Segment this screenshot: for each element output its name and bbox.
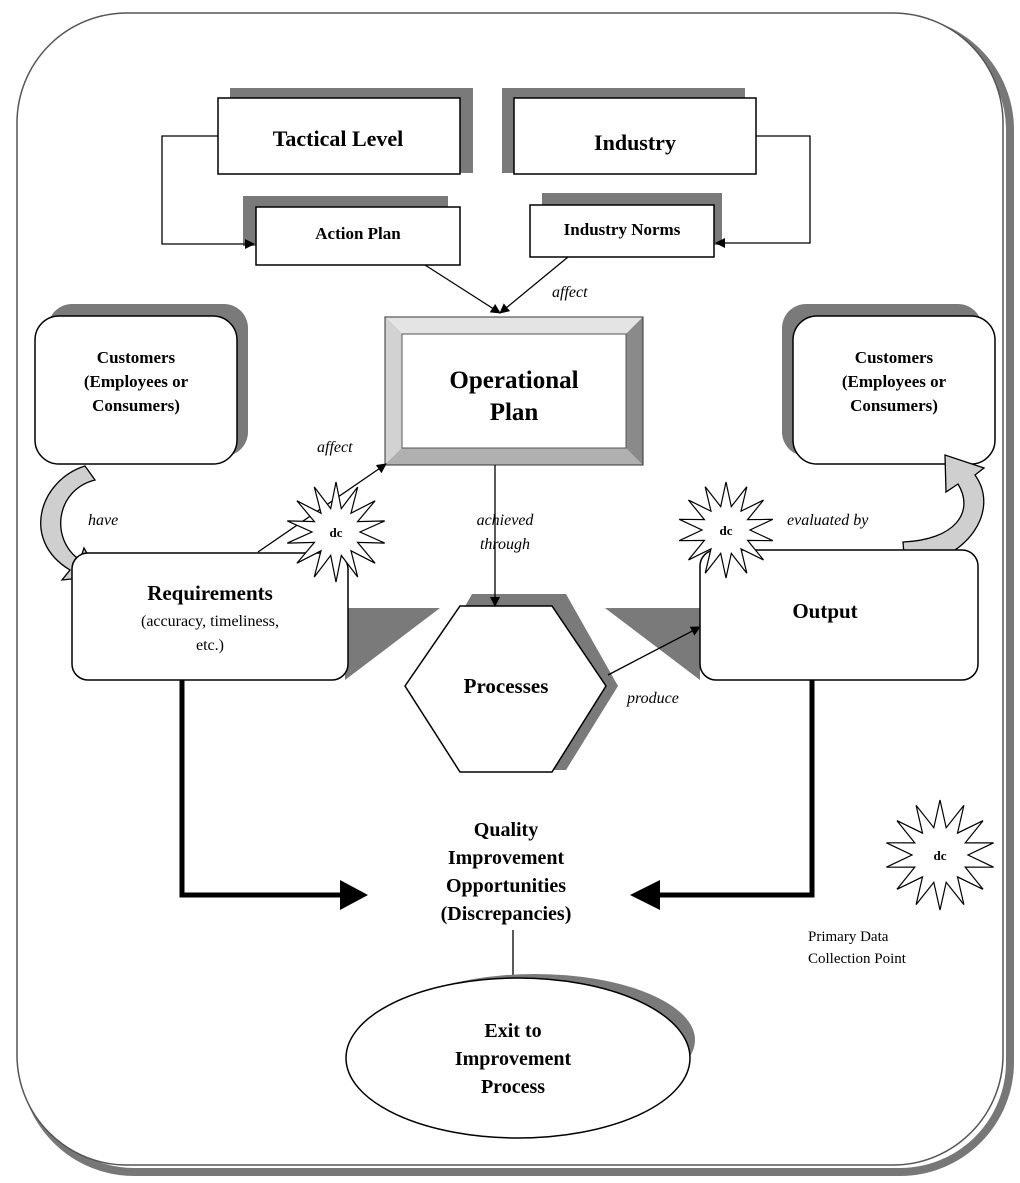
operational-plan-line2: Plan: [490, 399, 539, 426]
tactical-level-box: Tactical Level: [217, 88, 473, 175]
affect-left-label: affect: [317, 439, 353, 456]
through-label: through: [480, 536, 530, 553]
output-box: Output: [605, 549, 979, 681]
requirements-title: Requirements: [147, 581, 273, 605]
industry-norms-affect-arrow: [499, 256, 569, 314]
industry-norms-label: Industry Norms: [564, 220, 681, 239]
requirements-detail-line2: etc.): [196, 637, 224, 654]
requirements-to-quality-arrowhead: [340, 880, 368, 910]
exit-ellipse: Exit to Improvement Process: [345, 974, 695, 1139]
customers-right-line2: (Employees or: [842, 372, 947, 391]
affect-top-label: affect: [552, 284, 588, 301]
customers-right-line1: Customers: [855, 348, 934, 367]
dc-label-requirements: dc: [330, 525, 343, 540]
evaluated-by-label: evaluated by: [787, 512, 869, 529]
output-to-quality-arrowhead: [630, 880, 660, 910]
exit-line2: Improvement: [455, 1048, 572, 1070]
customers-left-line3: Consumers): [92, 396, 180, 415]
industry-box: Industry: [502, 88, 757, 175]
tactical-level-label: Tactical Level: [273, 126, 404, 151]
dc-starburst-legend: dc: [886, 799, 994, 911]
operational-plan-line1: Operational: [449, 367, 578, 394]
processes-hexagon: Processes: [404, 594, 618, 773]
outer-frame: [16, 12, 1014, 1176]
requirements-to-quality-connector: [179, 680, 345, 898]
legend-label-line2: Collection Point: [808, 951, 907, 967]
quality-line4: (Discrepancies): [441, 903, 572, 925]
quality-line3: Opportunities: [446, 875, 566, 897]
achieved-label: achieved: [477, 512, 535, 529]
output-label: Output: [792, 599, 857, 623]
action-plan-box: Action Plan: [243, 196, 461, 266]
output-to-quality-connector: [655, 680, 815, 898]
quality-line2: Improvement: [448, 847, 565, 869]
industry-norms-box: Industry Norms: [529, 193, 722, 258]
requirements-detail-line1: (accuracy, timeliness,: [141, 613, 279, 630]
quality-line1: Quality: [474, 819, 538, 841]
dc-starburst-requirements: dc: [287, 481, 385, 583]
tactical-to-action-connector: [161, 135, 255, 249]
exit-line1: Exit to: [484, 1020, 541, 1042]
customers-left-box: Customers (Employees or Consumers): [34, 304, 248, 465]
have-label: have: [88, 512, 118, 529]
dc-label-legend: dc: [934, 848, 947, 863]
produce-label: produce: [626, 690, 679, 707]
customers-right-box: Customers (Employees or Consumers): [782, 304, 996, 465]
operational-plan-box: Operational Plan: [384, 316, 644, 466]
action-plan-label: Action Plan: [315, 224, 401, 243]
processes-label: Processes: [464, 674, 549, 698]
dc-label-output: dc: [720, 523, 733, 538]
customers-left-line2: (Employees or: [84, 372, 189, 391]
industry-label: Industry: [594, 130, 676, 155]
requirements-box: Requirements (accuracy, timeliness, etc.…: [71, 552, 440, 681]
quality-improvement-opportunities: Quality Improvement Opportunities (Discr…: [441, 819, 572, 925]
customers-right-line3: Consumers): [850, 396, 938, 415]
action-plan-affect-arrow: [424, 264, 501, 314]
industry-to-norms-connector: [715, 135, 811, 248]
customers-left-line1: Customers: [97, 348, 176, 367]
dc-starburst-output: dc: [678, 481, 774, 579]
legend-label-line1: Primary Data: [808, 929, 889, 945]
produce-arrow: [607, 626, 701, 676]
evaluated-by-curved-arrow: [902, 454, 986, 569]
exit-line3: Process: [481, 1076, 545, 1098]
